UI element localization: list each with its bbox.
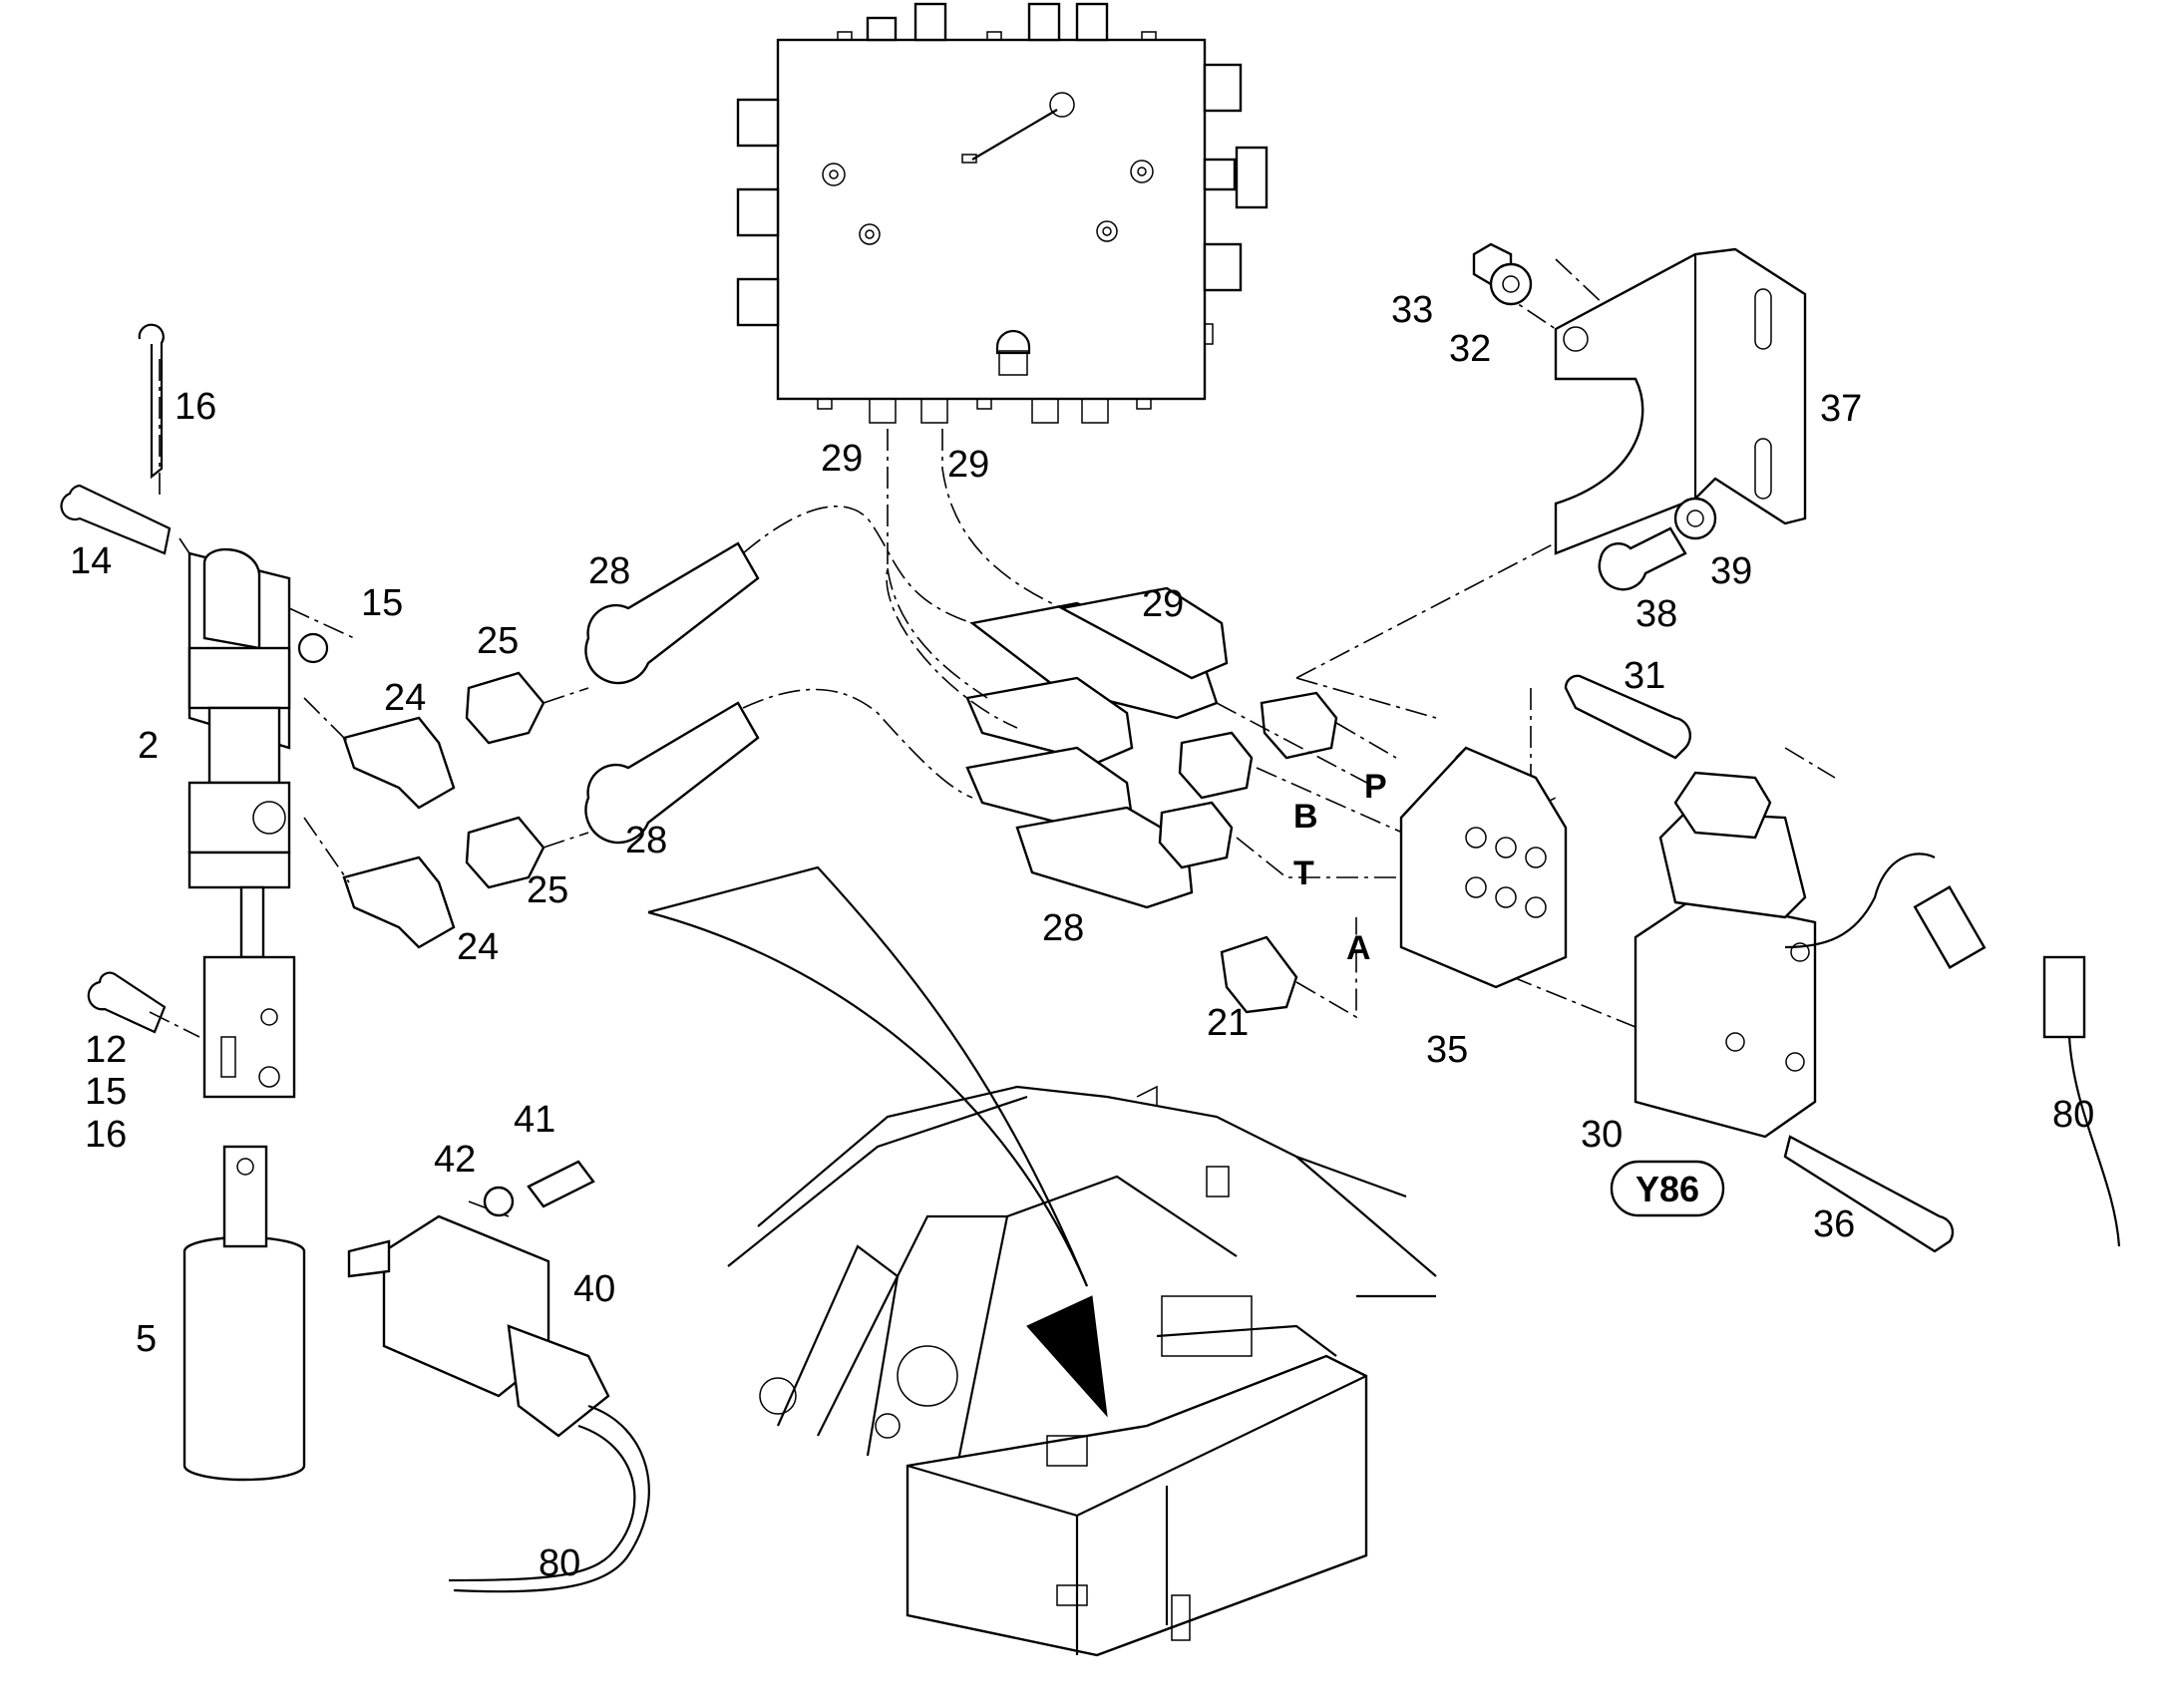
callout-28-top: 28 [588,550,630,592]
callout-24-bottom: 24 [457,926,499,968]
fasteners-right [1472,242,1717,760]
hydraulic-cylinder-assembly [60,323,329,1099]
callout-16-top: 16 [175,386,216,428]
callout-32: 32 [1449,328,1491,370]
callout-30: 30 [1581,1114,1623,1156]
callout-37: 37 [1820,388,1862,430]
component-tag: Y86 [1610,1160,1725,1217]
callout-25-top: 25 [477,620,519,662]
callout-36: 36 [1813,1203,1855,1245]
solenoid-valve [1634,771,2121,1247]
callout-25-bottom: 25 [527,869,568,911]
port-label-a: A [1346,929,1371,967]
excavator-frame [727,1085,1437,1657]
callout-labels: 16 14 15 2 24 25 28 28 25 24 12 15 16 5 … [70,289,2094,1584]
callout-14: 14 [70,540,112,582]
callout-31: 31 [1624,655,1665,697]
location-arrow [647,865,1108,1418]
callout-15-bottom: 15 [85,1071,127,1113]
callout-80-right: 80 [2052,1094,2094,1136]
component-tag-text: Y86 [1635,1169,1699,1209]
bolt-long [1783,1135,1955,1253]
callout-38: 38 [1635,593,1677,635]
callout-5: 5 [136,1318,157,1360]
callout-40: 40 [573,1268,615,1310]
callout-16-bottom: 16 [85,1114,127,1156]
callout-29-hose: 29 [1142,583,1184,625]
callout-29-right: 29 [947,444,989,486]
callout-29-left: 29 [821,438,863,480]
callout-24-top: 24 [384,677,426,719]
callout-15-top: 15 [361,582,403,624]
port-label-t: T [1293,854,1314,892]
callout-12: 12 [85,1029,127,1071]
port-label-b: B [1293,798,1318,836]
valve-subplate [1399,746,1568,989]
left-fittings [342,671,545,949]
callout-35: 35 [1426,1029,1468,1071]
mounting-bracket [1554,247,1807,555]
callout-28-mid: 28 [625,820,667,861]
callout-21: 21 [1207,1002,1249,1044]
callout-33: 33 [1391,289,1433,331]
hydraulic-valve-block [736,2,1269,424]
callout-80-left: 80 [539,1542,580,1584]
callout-2: 2 [138,725,159,767]
callout-41: 41 [514,1099,555,1141]
callout-28-bottom: 28 [1042,907,1084,949]
port-letters: P B T A [1293,768,1387,967]
port-label-p: P [1364,768,1387,806]
hoses [584,541,1338,1014]
pin-and-sensor [182,1145,650,1593]
callout-42: 42 [434,1139,476,1181]
callout-39: 39 [1710,550,1752,592]
